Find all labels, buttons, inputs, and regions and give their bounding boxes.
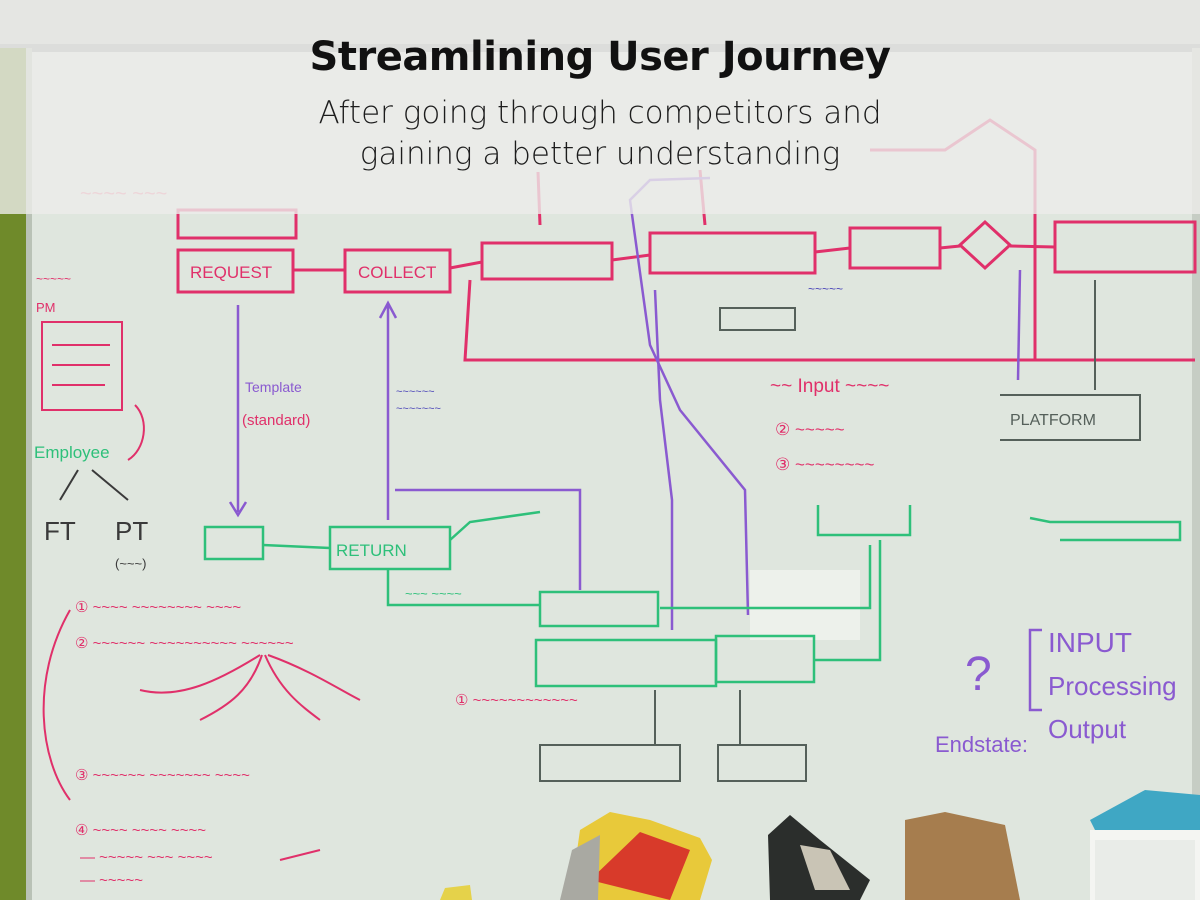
return-label: RETURN xyxy=(336,541,407,560)
board-right-edge xyxy=(1192,48,1200,900)
request-label: REQUEST xyxy=(190,263,272,282)
red-bottom-branches xyxy=(42,609,361,861)
blue-note-1: ~~~~~~ xyxy=(396,386,435,398)
glare-spot xyxy=(750,570,860,640)
red-input-note: ~~ Input ~~~~ xyxy=(770,376,889,397)
standard-note: (standard) xyxy=(242,412,310,429)
decision-diamond xyxy=(957,219,1013,271)
handwriting-pm: PM xyxy=(36,300,56,315)
collect-label: COLLECT xyxy=(358,263,436,282)
svg-text:— ~~~~~: — ~~~~~ xyxy=(80,872,143,889)
svg-text:③ ~~~~~~ ~~~~~~~ ~~~~: ③ ~~~~~~ ~~~~~~~ ~~~~ xyxy=(75,767,250,784)
flow-box-3 xyxy=(480,241,614,281)
pt-label: PT xyxy=(115,516,148,546)
subtitle-line-1: After going through competitors and xyxy=(318,95,882,131)
endstate-label: Endstate: xyxy=(935,732,1028,757)
green-note: ~~~ ~~~~ xyxy=(405,586,462,601)
pt-note: (~~~) xyxy=(115,556,146,571)
gray-boxes xyxy=(539,280,1141,782)
page-subtitle: After going through competitors and gain… xyxy=(300,93,900,175)
ft-label: FT xyxy=(44,516,76,546)
red-processing-note: ② ~~~~~ xyxy=(775,420,845,439)
blue-note-3: ~~~~~ xyxy=(808,282,843,296)
handwriting-small-note: ~~~~~ xyxy=(36,272,71,286)
left-list-red xyxy=(41,321,145,461)
svg-text:① ~~~~~~~~~~~~: ① ~~~~~~~~~~~~ xyxy=(455,692,578,709)
svg-text:④ ~~~~ ~~~~ ~~~~: ④ ~~~~ ~~~~ ~~~~ xyxy=(75,822,206,839)
caption-overlay xyxy=(0,0,1200,214)
input-label: INPUT xyxy=(1048,627,1132,658)
green-lower-flow xyxy=(203,505,1182,688)
subtitle-line-2: gaining a better understanding xyxy=(359,136,841,172)
page-title: Streamlining User Journey xyxy=(309,34,891,80)
purple-bracket xyxy=(1028,628,1042,712)
output-label: Output xyxy=(1048,714,1127,744)
employee-label: Employee xyxy=(34,443,110,462)
red-bottom-list: ① ~~~~ ~~~~~~~~ ~~~~ ② ~~~~~~ ~~~~~~~~~~… xyxy=(75,599,578,889)
svg-text:— ~~~~~ ~~~ ~~~~: — ~~~~~ ~~~ ~~~~ xyxy=(80,849,213,866)
board-left-edge xyxy=(26,48,32,900)
platform-label: PLATFORM xyxy=(1010,412,1096,429)
blue-note-2: ~~~~~~~ xyxy=(396,403,441,415)
snack-bags xyxy=(440,790,1200,900)
processing-label: Processing xyxy=(1048,671,1177,701)
employee-branches xyxy=(59,469,129,501)
red-communication-note: ③ ~~~~~~~~ xyxy=(775,455,874,474)
template-note: Template xyxy=(245,379,302,395)
svg-text:① ~~~~ ~~~~~~~~ ~~~~: ① ~~~~ ~~~~~~~~ ~~~~ xyxy=(75,599,241,616)
flow-box-4 xyxy=(648,231,817,275)
question-mark: ? xyxy=(965,648,992,701)
svg-text:② ~~~~~~ ~~~~~~~~~~ ~~~~~~: ② ~~~~~~ ~~~~~~~~~~ ~~~~~~ xyxy=(75,635,294,652)
